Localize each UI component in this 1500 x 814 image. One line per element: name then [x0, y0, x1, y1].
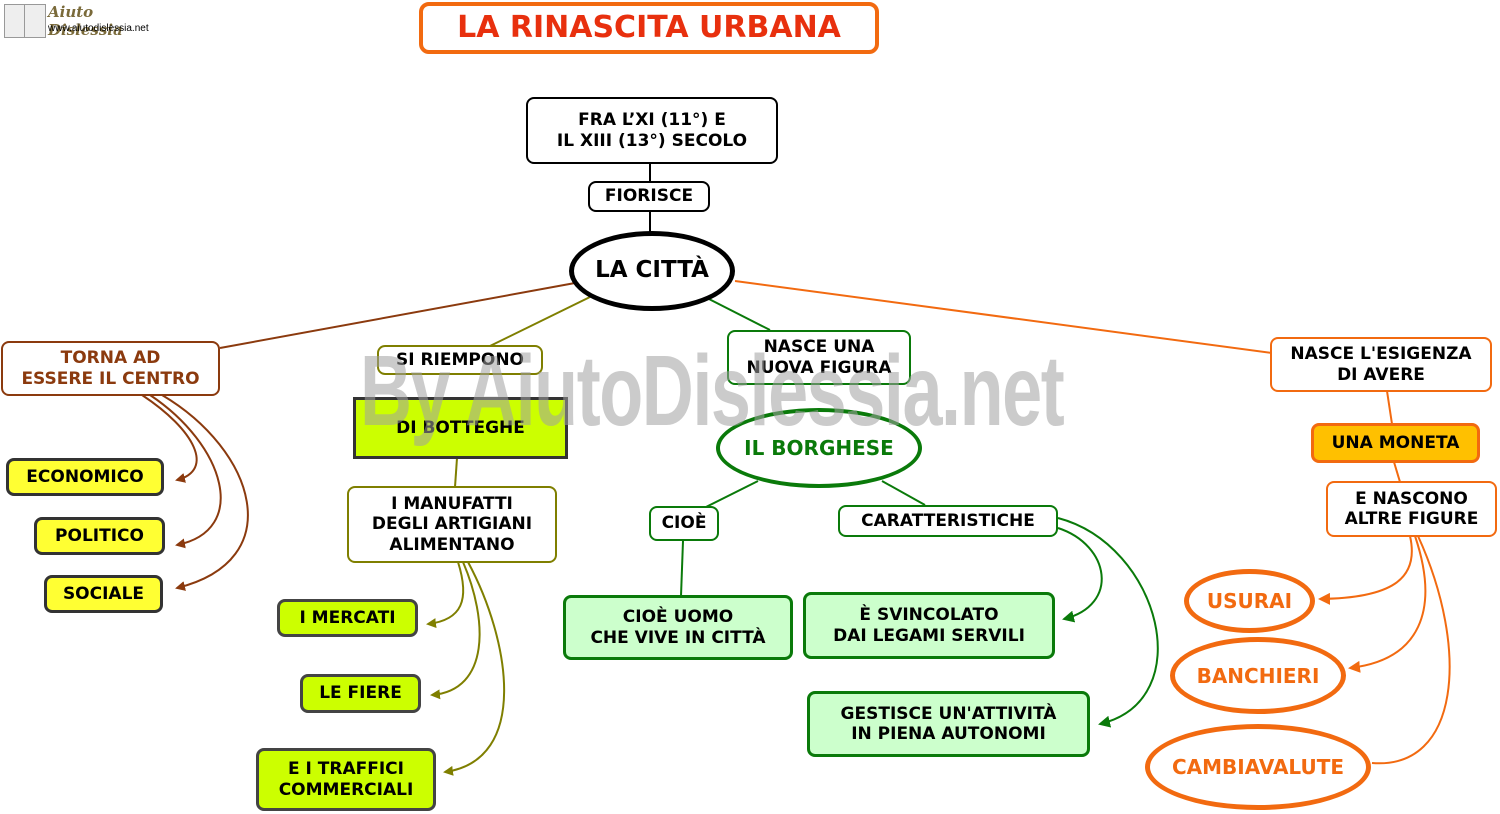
node-cambiavalute: CAMBIAVALUTE — [1145, 724, 1371, 810]
aiuto-dislessia-logo: Aiuto Dislessia www.aiutodislessia.net — [2, 2, 172, 39]
connector-manufatti-traffici — [443, 561, 506, 776]
logo-name: Aiuto Dislessia — [48, 3, 123, 39]
connector-nascono-usurai — [1318, 535, 1413, 605]
connector-citta-esigenza — [734, 280, 1273, 354]
connector-moneta-nascono — [1393, 461, 1401, 483]
connector-nascono-cambiavalute — [1371, 535, 1451, 765]
connector-caratteristiche-svincolato — [1057, 527, 1103, 623]
map-title: LA RINASCITA URBANA — [419, 2, 879, 54]
connector-borghese-caratteristiche — [881, 480, 926, 506]
node-sociale: SOCIALE — [44, 575, 163, 613]
node-caratteristiche: CARATTERISTICHE — [838, 505, 1058, 537]
logo-url: www.aiutodislessia.net — [48, 23, 149, 34]
node-usurai: USURAI — [1184, 569, 1315, 633]
connector-botteghe-manufatti — [454, 457, 458, 488]
node-period: FRA L’XI (11°) E IL XIII (13°) SECOLO — [526, 97, 778, 164]
connector-cioe-uomo — [680, 540, 684, 597]
node-fiere: LE FIERE — [300, 674, 421, 713]
node-riempono: SI RIEMPONO — [377, 345, 543, 375]
connector-torna-politico — [149, 394, 222, 549]
node-cioe: CIOÈ — [649, 506, 719, 541]
connector-borghese-cioe — [699, 480, 759, 511]
node-svincolato: È SVINCOLATO DAI LEGAMI SERVILI — [803, 592, 1055, 659]
connector-esigenza-moneta — [1386, 390, 1393, 425]
node-nascono: E NASCONO ALTRE FIGURE — [1326, 481, 1497, 537]
node-banchieri: BANCHIERI — [1170, 637, 1346, 714]
node-traffici: E I TRAFFICI COMMERCIALI — [256, 748, 436, 811]
node-cioe-uomo: CIOÈ UOMO CHE VIVE IN CITTÀ — [563, 595, 793, 660]
node-botteghe: DI BOTTEGHE — [353, 397, 568, 459]
node-politico: POLITICO — [34, 517, 165, 555]
connector-torna-sociale — [161, 394, 249, 591]
node-mercati: I MERCATI — [277, 599, 418, 637]
connector-citta-nuova — [706, 297, 771, 331]
node-gestisce: GESTISCE UN'ATTIVITÀ IN PIENA AUTONOMI — [807, 691, 1090, 757]
connector-torna-economico — [141, 394, 198, 483]
node-economico: ECONOMICO — [6, 458, 164, 496]
book-logo-icon — [4, 4, 46, 38]
node-moneta: UNA MONETA — [1311, 423, 1480, 463]
connector-citta-riempono — [489, 296, 591, 347]
node-borghese: IL BORGHESE — [716, 408, 922, 488]
watermark-text: By AiutoDislessia.net — [360, 335, 1065, 447]
node-citta: LA CITTÀ — [569, 231, 735, 311]
connector-manufatti-fiere — [430, 561, 481, 700]
node-esigenza: NASCE L'ESIGENZA DI AVERE — [1270, 337, 1492, 392]
node-manufatti: I MANUFATTI DEGLI ARTIGIANI ALIMENTANO — [347, 486, 557, 563]
connector-caratteristiche-gestisce — [1057, 517, 1159, 728]
node-torna: TORNA AD ESSERE IL CENTRO — [1, 341, 220, 396]
node-fiorisce: FIORISCE — [588, 181, 710, 212]
node-nuova-figura: NASCE UNA NUOVA FIGURA — [727, 330, 911, 385]
connector-nascono-banchieri — [1348, 535, 1427, 673]
connector-citta-torna — [219, 282, 576, 349]
connector-manufatti-mercati — [426, 561, 465, 629]
